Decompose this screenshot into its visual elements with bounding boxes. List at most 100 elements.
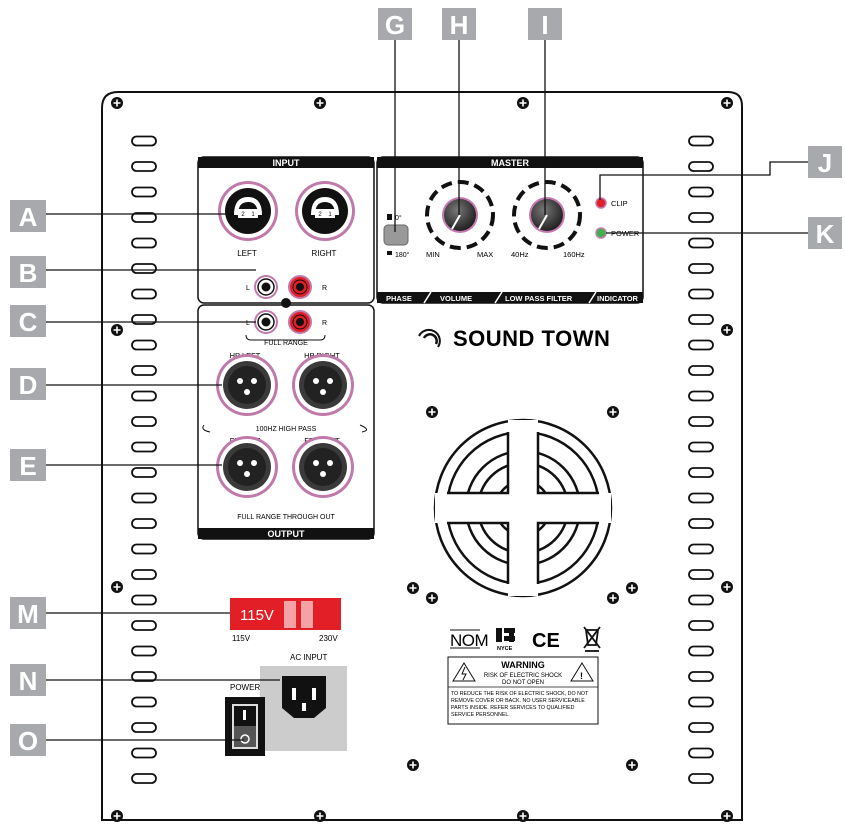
svg-text:!: ! [580, 671, 583, 681]
svg-text:H: H [450, 10, 469, 40]
rca-output-right[interactable] [288, 310, 312, 334]
svg-text:C: C [19, 307, 38, 337]
vent-slot [688, 467, 714, 478]
xlr-hp-right-output[interactable] [292, 354, 354, 416]
ac-input-label: AC INPUT [290, 653, 327, 662]
vent-slot [688, 212, 714, 223]
nyce-mark: NYCE [496, 628, 515, 652]
xlr-fr-right-output[interactable] [292, 436, 354, 498]
lpf-knob[interactable] [529, 197, 565, 233]
vent-slot [131, 365, 157, 376]
screw-icon [517, 810, 529, 822]
warning-label: ! WARNING RISK OF ELECTRIC SHOCK DO NOT … [447, 656, 599, 725]
master-title: MASTER [491, 158, 530, 168]
svg-text:3: 3 [323, 220, 327, 226]
vent-slot [131, 135, 157, 147]
output-rca-r-label: R [322, 320, 327, 327]
vent-slot [131, 594, 157, 606]
vent-slot [688, 161, 714, 172]
phase-180-label: 180° [395, 251, 410, 259]
voltage-display: 115V [240, 607, 274, 624]
screw-icon [721, 324, 733, 336]
footer-phase: PHASE [386, 294, 412, 303]
brand-logo: SOUND TOWN [418, 326, 610, 351]
callout-H: H [442, 8, 476, 40]
callout-A: A [10, 200, 46, 232]
screw-icon [607, 592, 619, 604]
nyce-text: NYCE [497, 646, 513, 652]
vent-slot [688, 543, 714, 555]
vent-slot [688, 314, 714, 325]
xlr-hp-left-output[interactable] [216, 354, 278, 416]
lpf-low-label: 40Hz [511, 250, 529, 259]
svg-text:G: G [385, 10, 405, 40]
svg-text:I: I [541, 10, 548, 40]
callout-G: G [378, 8, 412, 40]
through-out-label: FULL RANGE THROUGH OUT [237, 514, 335, 521]
master-section: MASTER PHASE VOLUME LOW PASS FILTER INDI… [376, 156, 644, 304]
callout-J: J [808, 146, 842, 178]
xlr-fr-left-output[interactable] [216, 436, 278, 498]
brand-name: SOUND TOWN [453, 326, 610, 351]
phase-0-label: 0° [395, 214, 402, 222]
volume-min-label: MIN [426, 250, 440, 259]
svg-text:O: O [18, 726, 38, 756]
phase-switch[interactable] [383, 224, 409, 246]
vent-slot [688, 518, 714, 529]
vent-slot [131, 518, 157, 529]
vent-slot [688, 645, 714, 657]
vent-slot [131, 263, 157, 274]
screw-icon [517, 97, 529, 109]
screw-icon [721, 581, 733, 593]
voltage-left-label: 115V [232, 634, 251, 643]
svg-text:1: 1 [328, 212, 332, 218]
full-range-label: FULL RANGE [264, 340, 308, 347]
screw-icon [314, 810, 326, 822]
callout-D: D [10, 368, 46, 400]
svg-text:3: 3 [246, 220, 250, 226]
rca-input-right[interactable] [288, 275, 312, 299]
screw-icon [626, 759, 638, 771]
callout-N: N [10, 664, 46, 696]
warning-title: WARNING [501, 660, 545, 670]
ac-power-socket[interactable] [282, 676, 326, 718]
svg-text:E: E [19, 451, 36, 481]
sound-wave-icon [418, 328, 441, 348]
screw-icon [111, 810, 123, 822]
screw-icon [721, 810, 733, 822]
vent-slot [688, 594, 714, 606]
rca-output-left[interactable] [254, 310, 278, 334]
ground-screw [281, 298, 291, 308]
input-left-label: LEFT [237, 249, 257, 258]
warning-line1: RISK OF ELECTRIC SHOCK [484, 673, 562, 679]
vent-slot [131, 773, 157, 784]
svg-text:1: 1 [251, 212, 255, 218]
screw-icon [607, 406, 619, 418]
screw-icon [111, 97, 123, 109]
svg-text:K: K [816, 219, 835, 249]
svg-text:2: 2 [241, 212, 245, 218]
svg-text:2: 2 [318, 212, 322, 218]
vent-slot [131, 645, 157, 657]
clip-label: CLIP [611, 199, 628, 208]
power-switch[interactable] [225, 697, 265, 756]
rca-input-left[interactable] [254, 275, 278, 299]
warning-body4: SERVICE PERSONNEL. [451, 712, 510, 718]
screw-icon [721, 97, 733, 109]
vent-slot [131, 288, 157, 300]
volume-knob[interactable] [442, 197, 478, 233]
vent-slot [131, 569, 157, 580]
warning-line2: DO NOT OPEN [502, 680, 544, 686]
vent-slot [688, 620, 714, 631]
weee-bin-icon [583, 626, 601, 652]
voltage-selector[interactable]: 115V [230, 598, 341, 630]
vent-slot [688, 441, 714, 453]
svg-text:N: N [19, 666, 38, 696]
callout-E: E [10, 449, 46, 481]
nom-mark: NOM [450, 631, 488, 650]
vent-slot [131, 390, 157, 402]
